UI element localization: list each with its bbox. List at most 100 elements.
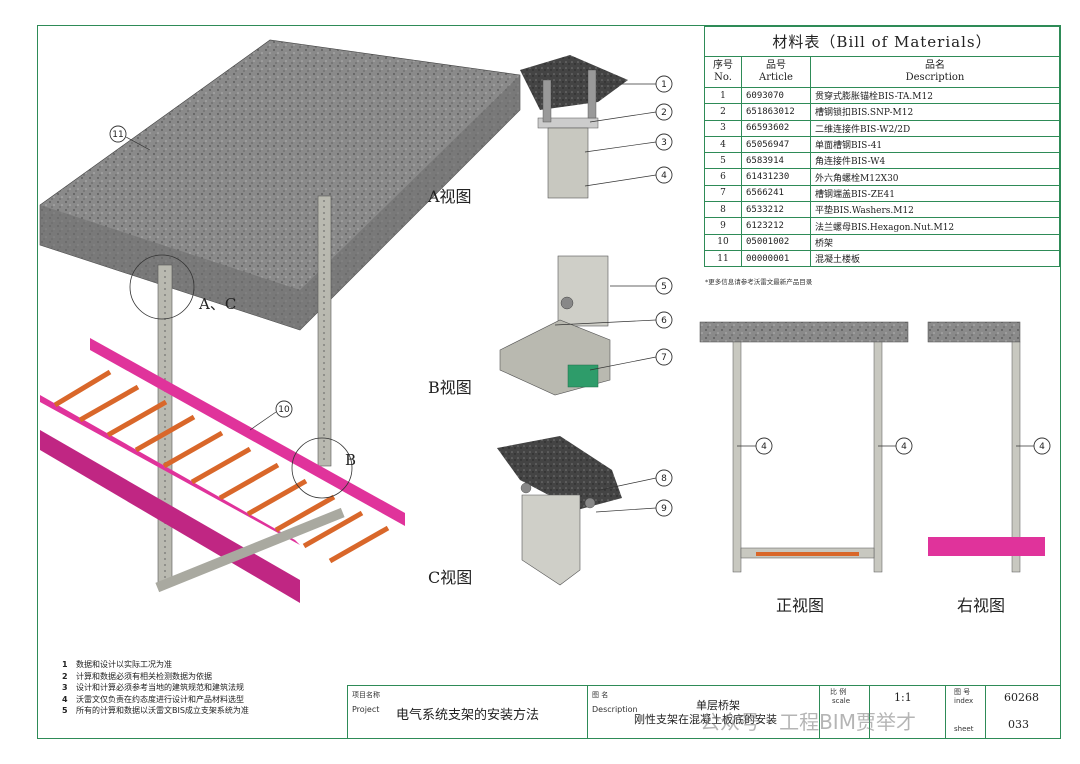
tb-scale-label-cell: 比 例 scale bbox=[819, 685, 869, 738]
tb-project-value: 电气系统支架的安装方法 bbox=[396, 708, 540, 723]
tb-index-label-cell: 图 号 index sheet bbox=[945, 685, 985, 738]
callout-number: 1 bbox=[661, 80, 667, 90]
tb-sheet-label-en: sheet bbox=[954, 725, 974, 733]
view-label-b: B视图 bbox=[428, 378, 472, 397]
bom-cell-article: 61431230 bbox=[741, 168, 811, 186]
tb-desc-line2: 刚性支架在混凝土板底的安装 bbox=[634, 713, 777, 726]
view-label-right: 右视图 bbox=[957, 596, 1006, 615]
bom-cell-no: 4 bbox=[704, 135, 742, 154]
callout-4-front-right bbox=[895, 437, 913, 455]
callout-6 bbox=[655, 311, 673, 329]
threaded-rod-right bbox=[317, 195, 332, 467]
bom-cell-no: 7 bbox=[704, 184, 742, 203]
tb-desc-label-cn: 图 名 bbox=[592, 691, 609, 699]
tb-sheet-value: 033 bbox=[1008, 718, 1029, 731]
tb-description-cell: 图 名 Description 单层桥架 刚性支架在混凝土板底的安装 bbox=[587, 685, 819, 738]
note-item: 4 沃雷文仅负责在约态度进行设计和产品材料选型 bbox=[62, 694, 249, 706]
callout-9 bbox=[655, 499, 673, 517]
callout-number: 9 bbox=[661, 504, 667, 514]
callout-2 bbox=[655, 103, 673, 121]
detail-circle-ac bbox=[129, 254, 195, 320]
bom-cell-description: 槽钢锁扣BIS.SNP-M12 bbox=[810, 103, 1060, 121]
tb-scale-value: 1:1 bbox=[894, 691, 912, 704]
callout-number: 11 bbox=[112, 130, 123, 140]
note-text: 所有的计算和数据以沃雷文BIS成立支架系统为准 bbox=[76, 706, 249, 715]
callout-number: 6 bbox=[661, 316, 667, 326]
detail-view-c bbox=[497, 436, 657, 586]
note-text: 数据和设计以实际工况为准 bbox=[76, 660, 172, 669]
bom-cell-no: 11 bbox=[704, 249, 742, 268]
tb-project-cell: 项目名称 Project 电气系统支架的安装方法 bbox=[347, 685, 587, 738]
detail-view-b bbox=[499, 255, 657, 396]
tb-scale-label-en: scale bbox=[832, 697, 851, 705]
detail-circle-b bbox=[291, 437, 353, 499]
bom-cell-no: 9 bbox=[704, 217, 742, 235]
bom-cell-description: 桥架 bbox=[810, 233, 1060, 251]
callout-number: 4 bbox=[901, 442, 907, 452]
bom-cell-description: 贯穿式膨胀锚栓BIS-TA.M12 bbox=[810, 86, 1060, 105]
bom-cell-article: 651863012 bbox=[741, 103, 811, 121]
callout-number: 4 bbox=[1039, 442, 1045, 452]
callout-8 bbox=[655, 469, 673, 487]
callout-10 bbox=[249, 400, 293, 431]
callout-1 bbox=[655, 75, 673, 93]
callout-number: 3 bbox=[661, 138, 667, 148]
detail-marker-ac: A、C bbox=[199, 295, 237, 313]
detail-marker-b: B bbox=[345, 451, 357, 469]
tb-index-label-en: index bbox=[954, 697, 974, 705]
bom-cell-no: 2 bbox=[704, 103, 742, 121]
callout-number: 2 bbox=[661, 108, 667, 118]
right-view bbox=[927, 321, 1045, 573]
bom-title: 材料表（Bill of Materials） bbox=[704, 26, 1060, 57]
tb-project-label-en: Project bbox=[352, 705, 380, 714]
bom-cell-article: 65056947 bbox=[741, 135, 811, 154]
note-text: 沃雷文仅负责在约态度进行设计和产品材料选型 bbox=[76, 694, 244, 704]
bom-cell-description: 单面槽钢BIS-41 bbox=[810, 135, 1060, 154]
callout-4-front-left bbox=[755, 437, 773, 455]
callout-4 bbox=[655, 166, 673, 184]
callout-number: 8 bbox=[661, 474, 667, 484]
note-number: 4 bbox=[62, 694, 68, 704]
callout-3 bbox=[655, 133, 673, 151]
callout-number: 4 bbox=[761, 442, 767, 452]
title-block: 项目名称 Project 电气系统支架的安装方法 图 名 Description… bbox=[347, 685, 1060, 738]
callout-number: 10 bbox=[278, 405, 290, 415]
bom-cell-article: 6093070 bbox=[741, 86, 811, 105]
callout-number: 4 bbox=[661, 171, 667, 181]
tb-desc-line1: 单层桥架 bbox=[696, 699, 740, 712]
view-label-front: 正视图 bbox=[776, 596, 825, 615]
bom-cell-description: 平垫BIS.Washers.M12 bbox=[810, 201, 1060, 219]
bom-cell-description: 法兰螺母BIS.Hexagon.Nut.M12 bbox=[810, 217, 1060, 235]
note-number: 3 bbox=[62, 683, 68, 692]
bom-cell-no: 6 bbox=[704, 168, 742, 186]
tb-index-label-cn: 图 号 bbox=[954, 688, 971, 696]
bom-cell-description: 二维连接件BIS-W2/2D bbox=[810, 119, 1060, 137]
tb-scale-value-cell: 1:1 bbox=[869, 685, 945, 738]
bom-cell-article: 6583914 bbox=[741, 152, 811, 170]
tb-desc-label-en: Description bbox=[592, 705, 638, 714]
bom-cell-article: 6533212 bbox=[741, 201, 811, 219]
bom-cell-no: 3 bbox=[704, 119, 742, 137]
callout-11 bbox=[109, 125, 151, 151]
watermark: 公众号 · 工程BIM贾举才 bbox=[700, 710, 916, 734]
front-view bbox=[699, 321, 909, 573]
bom-cell-description: 混凝土楼板 bbox=[810, 249, 1060, 268]
bom-cell-no: 5 bbox=[704, 152, 742, 170]
callout-7 bbox=[655, 348, 673, 366]
note-number: 2 bbox=[62, 671, 68, 681]
bom-cell-article: 05001002 bbox=[741, 233, 811, 251]
